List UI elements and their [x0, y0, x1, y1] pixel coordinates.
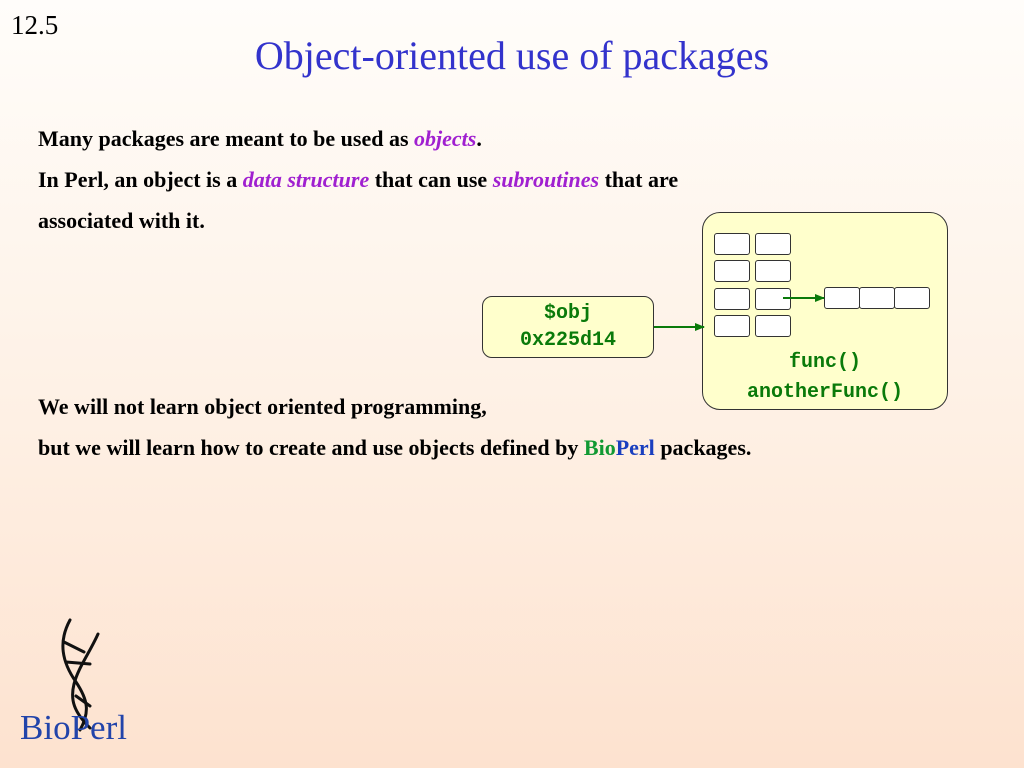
data-cell	[714, 233, 750, 255]
array-cell	[859, 287, 895, 309]
object-reference-box: $obj 0x225d14	[482, 296, 654, 358]
bioperl-bio: Bio	[583, 435, 616, 460]
method-list: func() anotherFunc()	[702, 348, 948, 408]
bioperl-perl: Perl	[615, 435, 655, 460]
array-cell	[824, 287, 860, 309]
object-address: 0x225d14	[519, 329, 616, 352]
method-another-func: anotherFunc()	[746, 381, 904, 404]
data-cell	[714, 315, 750, 337]
keyword-subroutines: subroutines	[492, 167, 600, 192]
data-cell	[755, 260, 791, 282]
outro-paragraph: We will not learn object oriented progra…	[38, 386, 751, 468]
data-cell	[755, 233, 791, 255]
keyword-objects: objects	[414, 126, 477, 151]
slide-title: Object-oriented use of packages	[254, 33, 770, 78]
keyword-data-structure: data structure	[242, 167, 370, 192]
bioperl-logo-icon	[61, 618, 100, 732]
intro-paragraph: Many packages are meant to be used as ob…	[38, 118, 678, 241]
array-cell	[894, 287, 930, 309]
slide-number: 12.5	[11, 10, 59, 40]
intro-line-2: In Perl, an object is a data structure t…	[38, 167, 679, 192]
data-cell	[755, 315, 791, 337]
intro-line-1: Many packages are meant to be used as ob…	[38, 126, 482, 151]
outro-line-1: We will not learn object oriented progra…	[38, 394, 487, 419]
data-cell	[714, 260, 750, 282]
method-func: func()	[788, 351, 861, 374]
logo-wordmark: BioPerl	[20, 708, 127, 747]
object-variable-name: $obj	[543, 302, 592, 325]
data-cell	[755, 288, 791, 310]
outro-line-2: but we will learn how to create and use …	[38, 435, 752, 460]
intro-line-3: associated with it.	[38, 208, 205, 233]
data-cell	[714, 288, 750, 310]
